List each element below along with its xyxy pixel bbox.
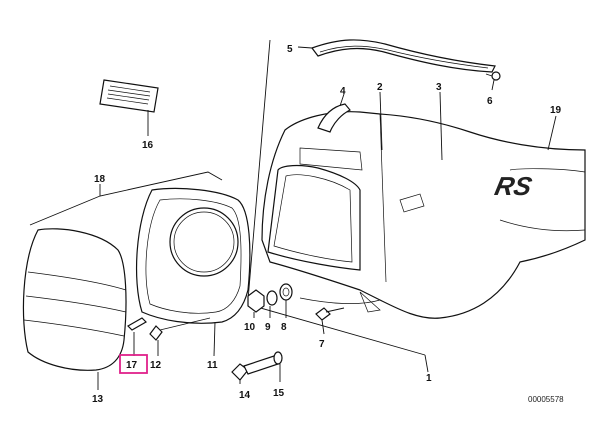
callout-11[interactable]: 11 [207,360,218,371]
leader-18 [29,171,223,226]
headlight-frame-part [135,187,251,357]
screw-part-17 [127,317,147,356]
leader-2 [379,91,383,151]
fairing-part [261,111,586,319]
callout-16[interactable]: 16 [142,140,154,151]
leader-3 [439,91,443,161]
leader-19 [547,115,557,151]
bolt-part-7 [315,307,345,335]
callout-9[interactable]: 9 [265,322,271,333]
washer-part-15 [273,351,283,382]
grommet-part-8 [279,283,293,318]
screw-part-6 [485,71,501,91]
callout-5[interactable]: 5 [287,44,293,55]
callout-8[interactable]: 8 [281,322,287,333]
leader-1 [424,354,429,373]
callout-15[interactable]: 15 [273,388,285,399]
upper-trim-part [317,93,351,133]
diagram-reference-number: 00005578 [528,395,564,404]
callout-17[interactable]: 17 [126,360,138,371]
callout-6[interactable]: 6 [487,96,493,107]
trim-strip-part [297,39,496,73]
brand-lettering: RS [492,171,535,201]
vent-grille-part [99,79,159,136]
washer-part-9 [266,290,278,318]
callout-7[interactable]: 7 [319,339,325,350]
callout-19[interactable]: 19 [550,105,562,116]
callout-3[interactable]: 3 [436,82,442,93]
callout-18[interactable]: 18 [94,174,106,185]
screw-part-12 [149,317,211,356]
callout-2[interactable]: 2 [377,82,383,93]
callout-1[interactable]: 1 [426,373,432,384]
bolt-part-14 [231,355,279,384]
callout-4[interactable]: 4 [340,86,346,97]
callout-14[interactable]: 14 [239,390,251,401]
callout-12[interactable]: 12 [150,360,162,371]
callout-10[interactable]: 10 [244,322,256,333]
highlight-box-17[interactable] [119,354,148,374]
headlight-lens-part [22,228,127,390]
nut-part-10 [247,289,265,318]
callout-13[interactable]: 13 [92,394,104,405]
